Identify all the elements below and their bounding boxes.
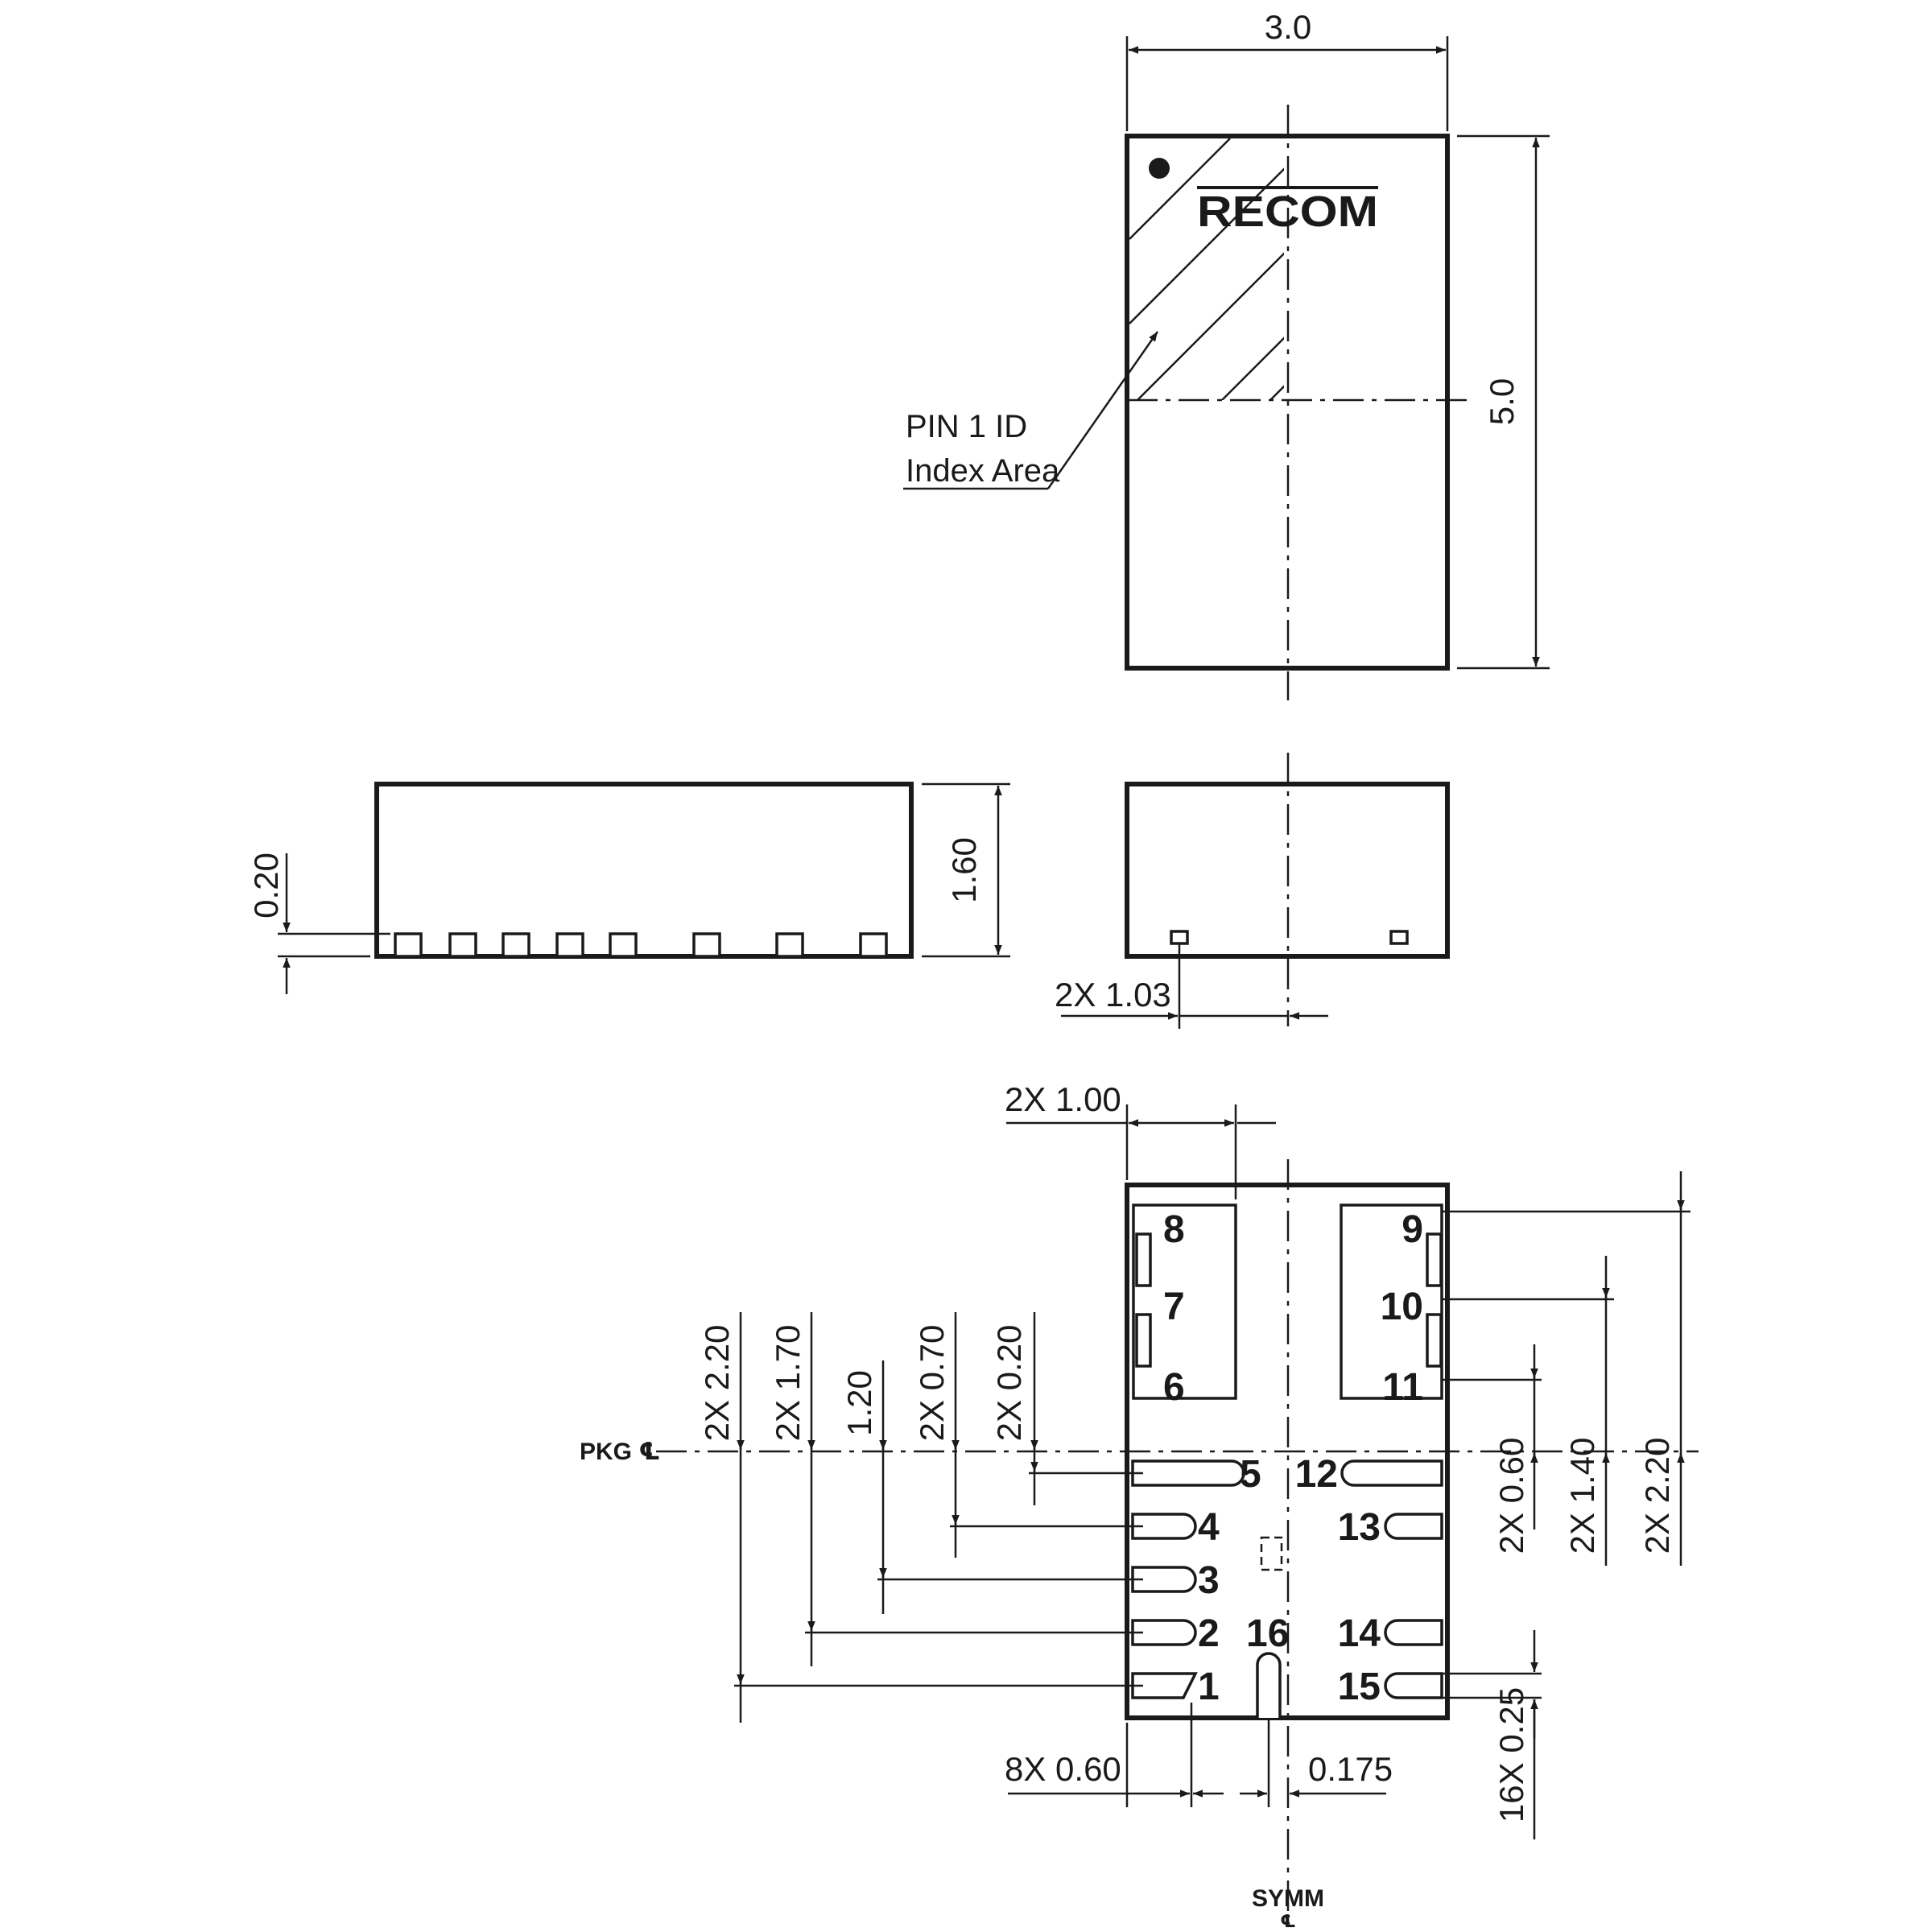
pin-label-11: 11 <box>1382 1366 1423 1409</box>
top-width-label: 3.0 <box>1265 8 1311 46</box>
pin-label-8: 8 <box>1163 1208 1185 1251</box>
symm-label: SYMM <box>1252 1885 1324 1912</box>
end-view-outline <box>1125 782 1450 959</box>
left-dim-label-2: 2X 1.70 <box>769 1325 807 1442</box>
top-height-label: 5.0 <box>1483 378 1521 425</box>
side-height-label: 1.60 <box>945 837 983 903</box>
pin-label-6: 6 <box>1163 1366 1185 1409</box>
pin-label-12: 12 <box>1295 1453 1338 1496</box>
pkg-centerline-label: PKG ℄ <box>580 1439 660 1465</box>
center-marker <box>1260 1536 1283 1571</box>
pin-label-15: 15 <box>1338 1666 1381 1708</box>
bottom-view: 8 7 6 9 10 11 5 4 3 2 1 12 13 14 15 16 2… <box>580 1080 1699 1931</box>
end-view-pad-left <box>1170 930 1189 945</box>
pin1-label-line1: PIN 1 ID <box>906 409 1027 444</box>
pin1-dot <box>1149 158 1170 179</box>
pin1-leader-line <box>1046 331 1159 489</box>
pin-label-9: 9 <box>1402 1208 1423 1251</box>
pad-pin3 <box>1131 1566 1197 1593</box>
pin-label-3: 3 <box>1198 1559 1220 1602</box>
top-view: RECOM 3.0 5.0 PIN 1 ID Index Area <box>903 8 1550 700</box>
left-dim-label-4: 2X 0.70 <box>913 1325 951 1442</box>
symm-symbol: ℄ <box>1280 1911 1296 1931</box>
pad-large-right <box>1340 1203 1443 1400</box>
pad-width-label: 2X 1.00 <box>1005 1080 1121 1118</box>
pad-pin16 <box>1256 1652 1282 1718</box>
pin-label-2: 2 <box>1198 1612 1220 1655</box>
pad-pin2 <box>1131 1619 1197 1646</box>
pad-pin1 <box>1131 1672 1198 1699</box>
side-view-outline <box>374 782 914 959</box>
left-dim-label-5: 2X 0.20 <box>990 1325 1028 1442</box>
bottom-left-label: 8X 0.60 <box>1005 1750 1121 1788</box>
pin-label-10: 10 <box>1381 1286 1423 1328</box>
left-dim-label-3: 1.20 <box>840 1370 878 1436</box>
end-view-pad-right <box>1389 930 1409 945</box>
pad-pin5 <box>1131 1459 1245 1487</box>
bottom-right-label: 16X 0.25 <box>1492 1687 1530 1823</box>
pad-offset-label: 2X 1.03 <box>1055 976 1171 1013</box>
pin-label-13: 13 <box>1338 1506 1381 1549</box>
bottom-mid-label: 0.175 <box>1308 1750 1393 1788</box>
pad-pin15 <box>1384 1672 1443 1699</box>
pin-label-16: 16 <box>1246 1612 1289 1655</box>
right-dim-label-1: 2X 0.60 <box>1492 1438 1530 1554</box>
right-dim-label-3: 2X 2.20 <box>1638 1438 1676 1554</box>
left-dim-label-1: 2X 2.20 <box>698 1325 736 1442</box>
pin-label-5: 5 <box>1240 1453 1261 1496</box>
pin-label-1: 1 <box>1198 1666 1220 1708</box>
pad-pin4 <box>1131 1513 1197 1540</box>
right-dim-label-2: 2X 1.40 <box>1563 1438 1601 1554</box>
pad-pin12 <box>1340 1459 1443 1487</box>
side-view-pads <box>394 932 888 958</box>
top-view-outline <box>1125 134 1450 671</box>
pad-pin14 <box>1384 1619 1443 1646</box>
pin1-label-line2: Index Area <box>906 453 1060 489</box>
pin-label-7: 7 <box>1163 1286 1185 1328</box>
side-view: 0.20 1.60 <box>247 782 1010 994</box>
pin1-hatch <box>1129 138 1284 400</box>
pin-label-4: 4 <box>1198 1506 1220 1549</box>
pad-pin13 <box>1384 1513 1443 1540</box>
end-view: 2X 1.03 <box>1055 753 1450 1029</box>
pin-label-14: 14 <box>1338 1612 1381 1655</box>
standoff-label: 0.20 <box>247 852 285 919</box>
